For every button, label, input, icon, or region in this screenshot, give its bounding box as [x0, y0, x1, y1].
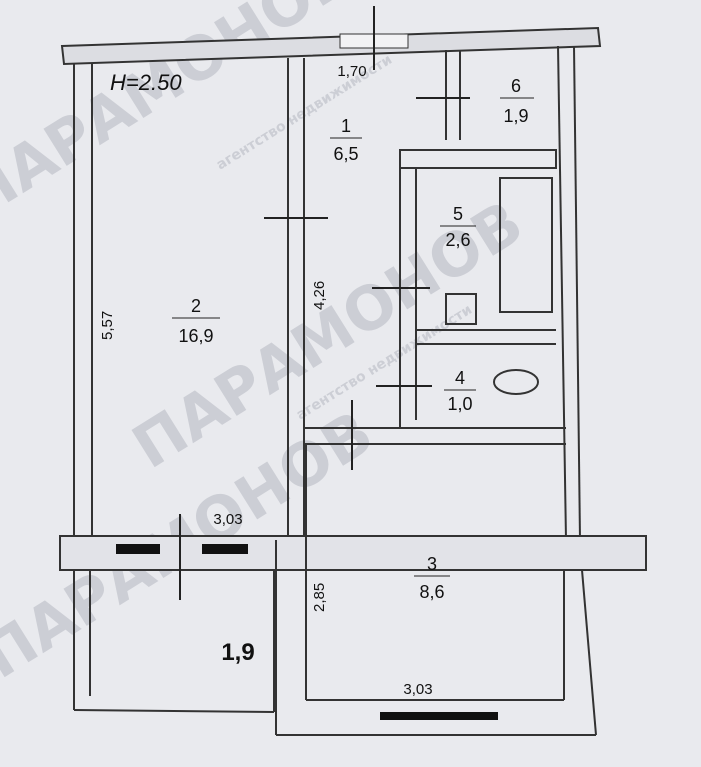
toilet	[493, 369, 539, 395]
sink	[445, 293, 477, 325]
room-6-area: 1,9	[503, 106, 528, 126]
dim-room3-height: 2,85	[311, 583, 328, 612]
fixtures	[445, 177, 553, 395]
dim-room2-width: 3,03	[213, 511, 242, 528]
room-1-number: 1	[341, 116, 351, 136]
watermark: ПАРАМОНОВ ПАРАМОНОВ ПАРАМОНОВ агентство …	[0, 0, 535, 693]
room-2-area: 16,9	[178, 326, 213, 346]
dim-top-width: 1,70	[337, 63, 366, 80]
room-2-number: 2	[191, 296, 201, 316]
room-5-area: 2,6	[445, 230, 470, 250]
door-marks	[179, 6, 470, 600]
room-4-area: 1,0	[447, 394, 472, 414]
room-5-number: 5	[453, 204, 463, 224]
labels: H=2.50 1 6,5 2 16,9 3 8,6 4 1,0 5 2,6 6 …	[99, 63, 534, 698]
bathtub	[499, 177, 553, 313]
balcony-area: 1,9	[221, 639, 254, 666]
dim-room3-width: 3,03	[403, 681, 432, 698]
dim-left-height: 5,57	[99, 311, 116, 340]
ceiling-height-label: H=2.50	[110, 70, 182, 95]
room-6-number: 6	[511, 76, 521, 96]
dim-mid-height: 4,26	[311, 281, 328, 310]
room-1-area: 6,5	[333, 144, 358, 164]
room-3-number: 3	[427, 554, 437, 574]
room-4-number: 4	[455, 368, 465, 388]
room-3-area: 8,6	[419, 582, 444, 602]
walls	[59, 26, 647, 736]
